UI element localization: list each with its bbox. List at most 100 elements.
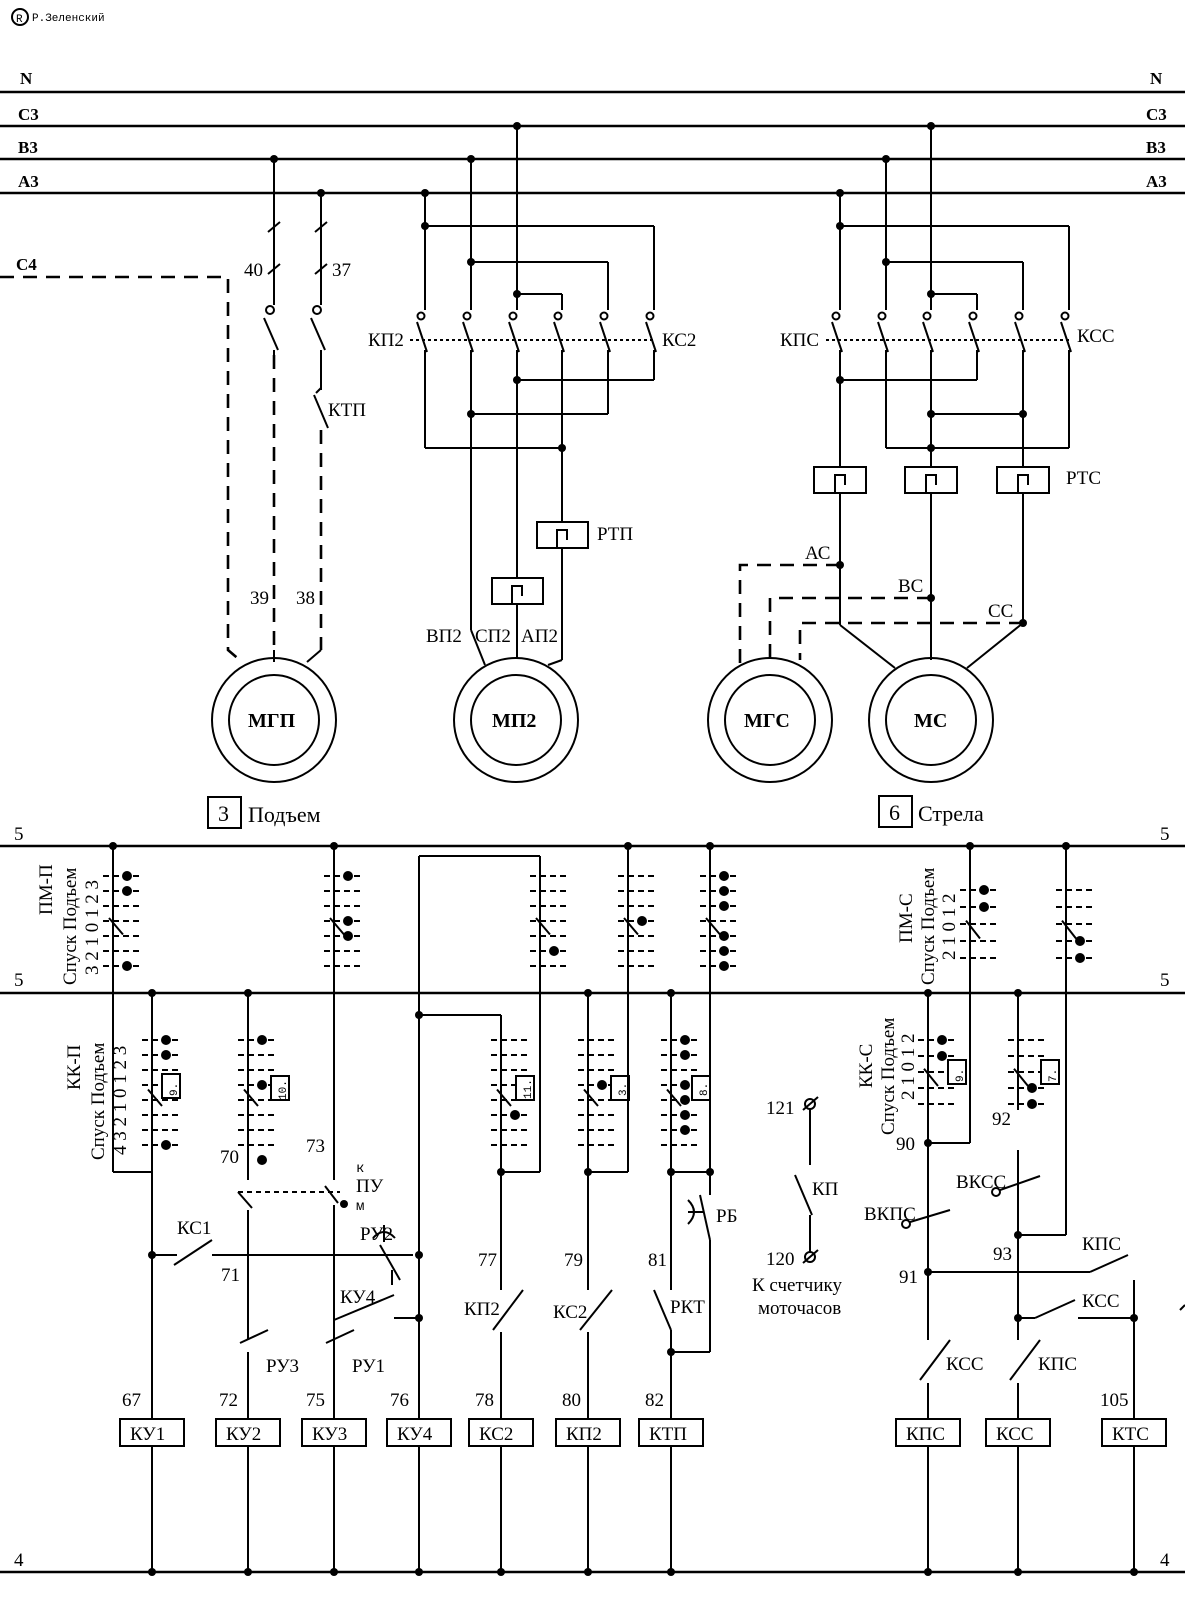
contact-dot bbox=[979, 885, 989, 895]
contact-blade bbox=[462, 321, 474, 353]
contact-dot bbox=[343, 871, 353, 881]
wire-70: 70 bbox=[220, 1147, 239, 1168]
contact-terminal bbox=[1060, 311, 1070, 321]
coil-label: КУ3 bbox=[312, 1424, 347, 1445]
power-buses bbox=[0, 90, 1185, 195]
label-m: м bbox=[356, 1199, 364, 1215]
bus-5-mid-right: 5 bbox=[1160, 970, 1170, 991]
label-kp2: КП2 bbox=[368, 330, 404, 351]
contact-dot bbox=[937, 1051, 947, 1061]
svg-text:9.: 9. bbox=[955, 1069, 967, 1082]
contact-terminal bbox=[645, 311, 655, 321]
motor-mp2: МП2 bbox=[453, 657, 579, 783]
contact-dot bbox=[161, 1050, 171, 1060]
pm-p-direction: Спуск Подъем bbox=[60, 868, 81, 985]
contact-dot bbox=[680, 1035, 690, 1045]
wire-38: 38 bbox=[296, 588, 315, 609]
kk-p-positions: 4 3 2 1 0 1 2 3 bbox=[110, 1046, 131, 1155]
contact-dot bbox=[122, 961, 132, 971]
label-ks2-contact: КС2 bbox=[553, 1302, 587, 1323]
wire-71: 71 bbox=[221, 1265, 240, 1286]
coil-box bbox=[301, 1418, 367, 1447]
contact-dot bbox=[719, 901, 729, 911]
motor-mp2-label: МП2 bbox=[492, 710, 536, 732]
wire-75: 75 bbox=[306, 1390, 325, 1411]
ladder-switch bbox=[623, 917, 639, 936]
label-kps-contact: КПС bbox=[1082, 1234, 1121, 1255]
label-pu: ПУ bbox=[356, 1176, 384, 1197]
contact-blade bbox=[553, 321, 565, 353]
contact-dot bbox=[680, 1080, 690, 1090]
label-kps: КПС bbox=[780, 330, 819, 351]
copyright-mark bbox=[11, 8, 29, 26]
label-kp2-contact: КП2 bbox=[464, 1299, 500, 1320]
contact-dot bbox=[680, 1050, 690, 1060]
counter-label-1: К счетчику bbox=[752, 1275, 842, 1296]
bus-label-n-left: N bbox=[20, 69, 33, 88]
contact-blade bbox=[877, 321, 889, 353]
contact-terminal bbox=[508, 311, 518, 321]
label-vkss: ВКСС bbox=[956, 1172, 1006, 1193]
contact-dot bbox=[510, 1110, 520, 1120]
label-ac: АС bbox=[805, 543, 830, 564]
contact-dot bbox=[257, 1155, 267, 1165]
label-vp2: ВП2 bbox=[426, 626, 462, 647]
contact-dot bbox=[719, 946, 729, 956]
bus-4-right: 4 bbox=[1160, 1550, 1170, 1571]
coil-box bbox=[1101, 1418, 1167, 1447]
kk-p-label: КК-П bbox=[64, 1044, 85, 1090]
bus-label-b3-right: В3 bbox=[1146, 138, 1166, 157]
contact-dot bbox=[719, 931, 729, 941]
label-ks2: КС2 bbox=[662, 330, 696, 351]
contact-tags: 9. 10. 11. 3. 8. 9. 7. bbox=[161, 1059, 1060, 1101]
contact-dot bbox=[597, 1080, 607, 1090]
contact-terminal bbox=[831, 311, 841, 321]
bus-label-b3-left: В3 bbox=[18, 138, 38, 157]
contact-terminal bbox=[1014, 311, 1024, 321]
coil-label: КП2 bbox=[566, 1424, 602, 1445]
contact-dot bbox=[680, 1110, 690, 1120]
contact-terminal bbox=[462, 311, 472, 321]
coil-label: КСС bbox=[996, 1424, 1034, 1445]
coil-label: КТП bbox=[649, 1424, 687, 1445]
label-kss: КСС bbox=[1077, 326, 1115, 347]
section-6-box bbox=[878, 795, 913, 828]
label-bc: ВС bbox=[898, 576, 923, 597]
label-rts: РТС bbox=[1066, 468, 1101, 489]
coil-label: КУ1 bbox=[130, 1424, 165, 1445]
contact-dot bbox=[122, 886, 132, 896]
contact-dot bbox=[161, 1035, 171, 1045]
contact-dot bbox=[1075, 953, 1085, 963]
kk-p-direction: Спуск Подъем bbox=[88, 1043, 109, 1160]
contact-terminal bbox=[416, 311, 426, 321]
section-3-box bbox=[207, 796, 242, 829]
coil-box bbox=[895, 1418, 961, 1447]
coil-label: КПС bbox=[906, 1424, 945, 1445]
bus-label-a3-right: А3 bbox=[1146, 172, 1167, 191]
contact-dot bbox=[257, 1080, 267, 1090]
contact-dot bbox=[719, 961, 729, 971]
ladder-switch bbox=[535, 917, 551, 936]
contact-terminal bbox=[599, 311, 609, 321]
label-kp: КП bbox=[812, 1179, 839, 1200]
motor-mgs: МГС bbox=[707, 657, 833, 783]
contact-blade bbox=[1014, 321, 1026, 353]
svg-text:8.: 8. bbox=[699, 1083, 711, 1096]
coil-box bbox=[119, 1418, 185, 1447]
ladder-switch bbox=[923, 1068, 939, 1087]
label-kps-b: КПС bbox=[1038, 1354, 1077, 1375]
coil-label: КУ2 bbox=[226, 1424, 261, 1445]
pm-p-positions: 3 2 1 0 1 2 3 bbox=[82, 880, 103, 975]
section-3-number: 3 bbox=[218, 801, 229, 826]
pm-s-direction: Спуск Подъем bbox=[918, 868, 939, 985]
contact-dot bbox=[1027, 1099, 1037, 1109]
coil-box bbox=[468, 1418, 534, 1447]
label-ru3: РУ3 bbox=[266, 1356, 299, 1377]
label-vkps: ВКПС bbox=[864, 1204, 916, 1225]
label-ru2: РУ2 bbox=[360, 1224, 393, 1245]
wire-77: 77 bbox=[478, 1250, 497, 1271]
contact-terminal bbox=[968, 311, 978, 321]
coil-label: КС2 bbox=[479, 1424, 513, 1445]
wire-76: 76 bbox=[390, 1390, 409, 1411]
